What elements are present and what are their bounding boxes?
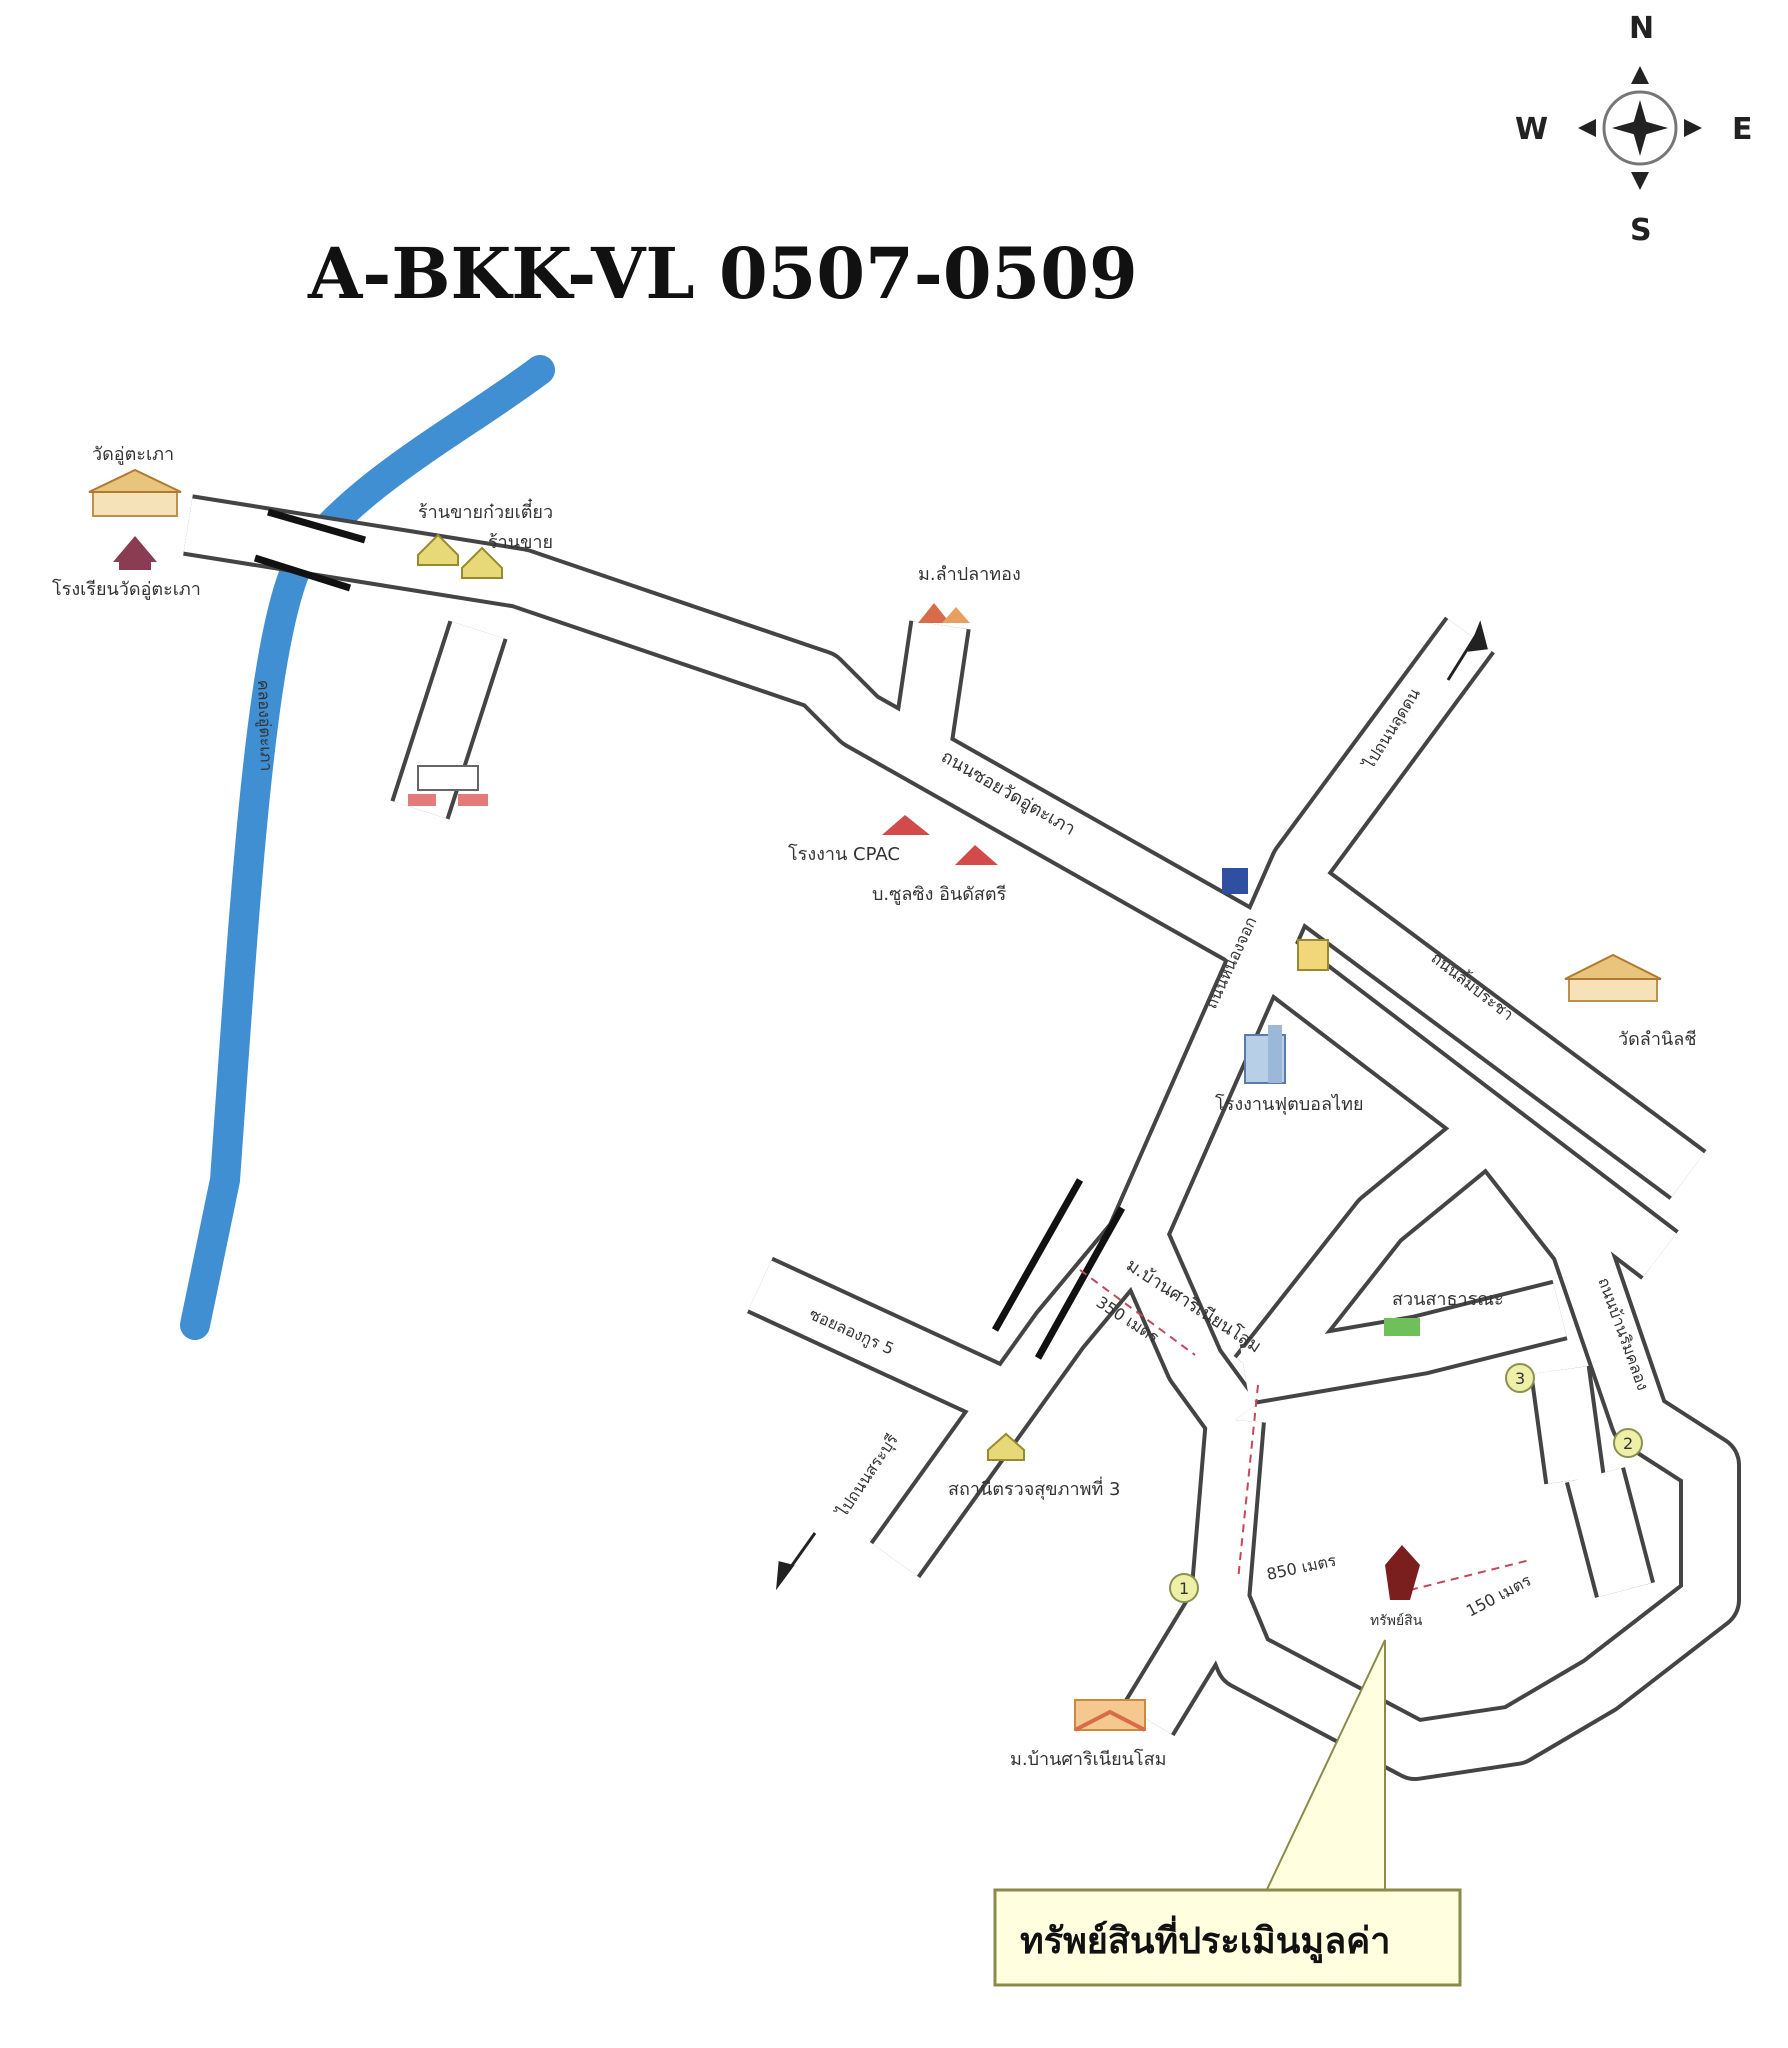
compass-e: E — [1732, 112, 1753, 147]
shop-house-icons — [417, 533, 503, 579]
office-icon — [1222, 868, 1248, 894]
label-shop-houses: ร้านขายก๋วยเตี๋ยว — [418, 498, 553, 523]
label-shop-houses-2: ร้านขาย — [488, 532, 553, 553]
label-village-north: ม.ลำปลาทอง — [918, 564, 1021, 585]
route-badge-1: 1 — [1169, 1573, 1199, 1603]
temple-icon-nw — [88, 468, 182, 517]
factory-icon-east — [1244, 1025, 1286, 1084]
callout-text: ทรัพย์สินที่ประเมินมูลค่า — [1020, 1915, 1390, 1964]
distance-markers — [1079, 1269, 1531, 1591]
route-badge-2: 2 — [1613, 1428, 1643, 1458]
label-temple-nw: วัดอู่ตะเภา — [92, 444, 174, 465]
school-icon-nw — [113, 536, 157, 570]
label-park: สวนสาธารณะ — [1392, 1289, 1504, 1310]
factory-icon-crpc — [882, 815, 998, 865]
building-icon-left — [408, 765, 488, 806]
bridges — [253, 508, 1126, 1360]
label-school-nw: โรงเรียนวัดอู่ตะเภา — [52, 578, 201, 600]
compass-n: N — [1629, 11, 1654, 46]
compass-s: S — [1630, 213, 1652, 248]
rest-area-icon — [987, 1432, 1025, 1461]
label-rest-area: สถานีตรวจสุขภาพที่ 3 — [948, 1476, 1120, 1500]
river — [180, 355, 555, 1340]
route-badge-3: 3 — [1505, 1363, 1535, 1393]
label-factory-east: โรงงานฟุตบอลไทย — [1215, 1093, 1364, 1115]
svg-text:1: 1 — [1179, 1579, 1189, 1598]
label-river: คลองอู่ตะเภา — [253, 679, 276, 771]
label-factory-crpc: โรงงาน CPAC — [788, 843, 900, 865]
village-icon-north — [918, 603, 970, 623]
subject-label: ทรัพย์สิน — [1370, 1612, 1423, 1629]
roads-fill — [183, 498, 1737, 1777]
road-arrows — [776, 620, 1488, 1591]
park-icon — [1384, 1318, 1420, 1336]
label-company-mid: บ.ซูลซิง อินดัสตรี — [872, 884, 1007, 905]
temple-icon-east — [1564, 953, 1662, 1002]
svg-text:3: 3 — [1515, 1369, 1525, 1388]
distance-label-2: 850 เมตร — [1265, 1551, 1338, 1584]
label-village-south: ม.บ้านศาริเนียนโสม — [1010, 1748, 1166, 1770]
gas-station-icon — [1297, 939, 1329, 971]
compass-rose: N S E W — [1515, 11, 1753, 248]
svg-text:2: 2 — [1623, 1434, 1633, 1453]
distance-label-3: 150 เมตร — [1463, 1570, 1535, 1620]
label-to-southwest: ไปถนนสระบุรี — [831, 1430, 902, 1522]
village-icon-south — [1074, 1699, 1146, 1732]
map-title: A-BKK-VL 0507-0509 — [307, 232, 1138, 315]
compass-w: W — [1515, 112, 1548, 147]
callout-box — [993, 1888, 1462, 1987]
subject-property-marker — [1385, 1545, 1420, 1600]
label-temple-east: วัดลำนิลชี — [1618, 1029, 1697, 1050]
